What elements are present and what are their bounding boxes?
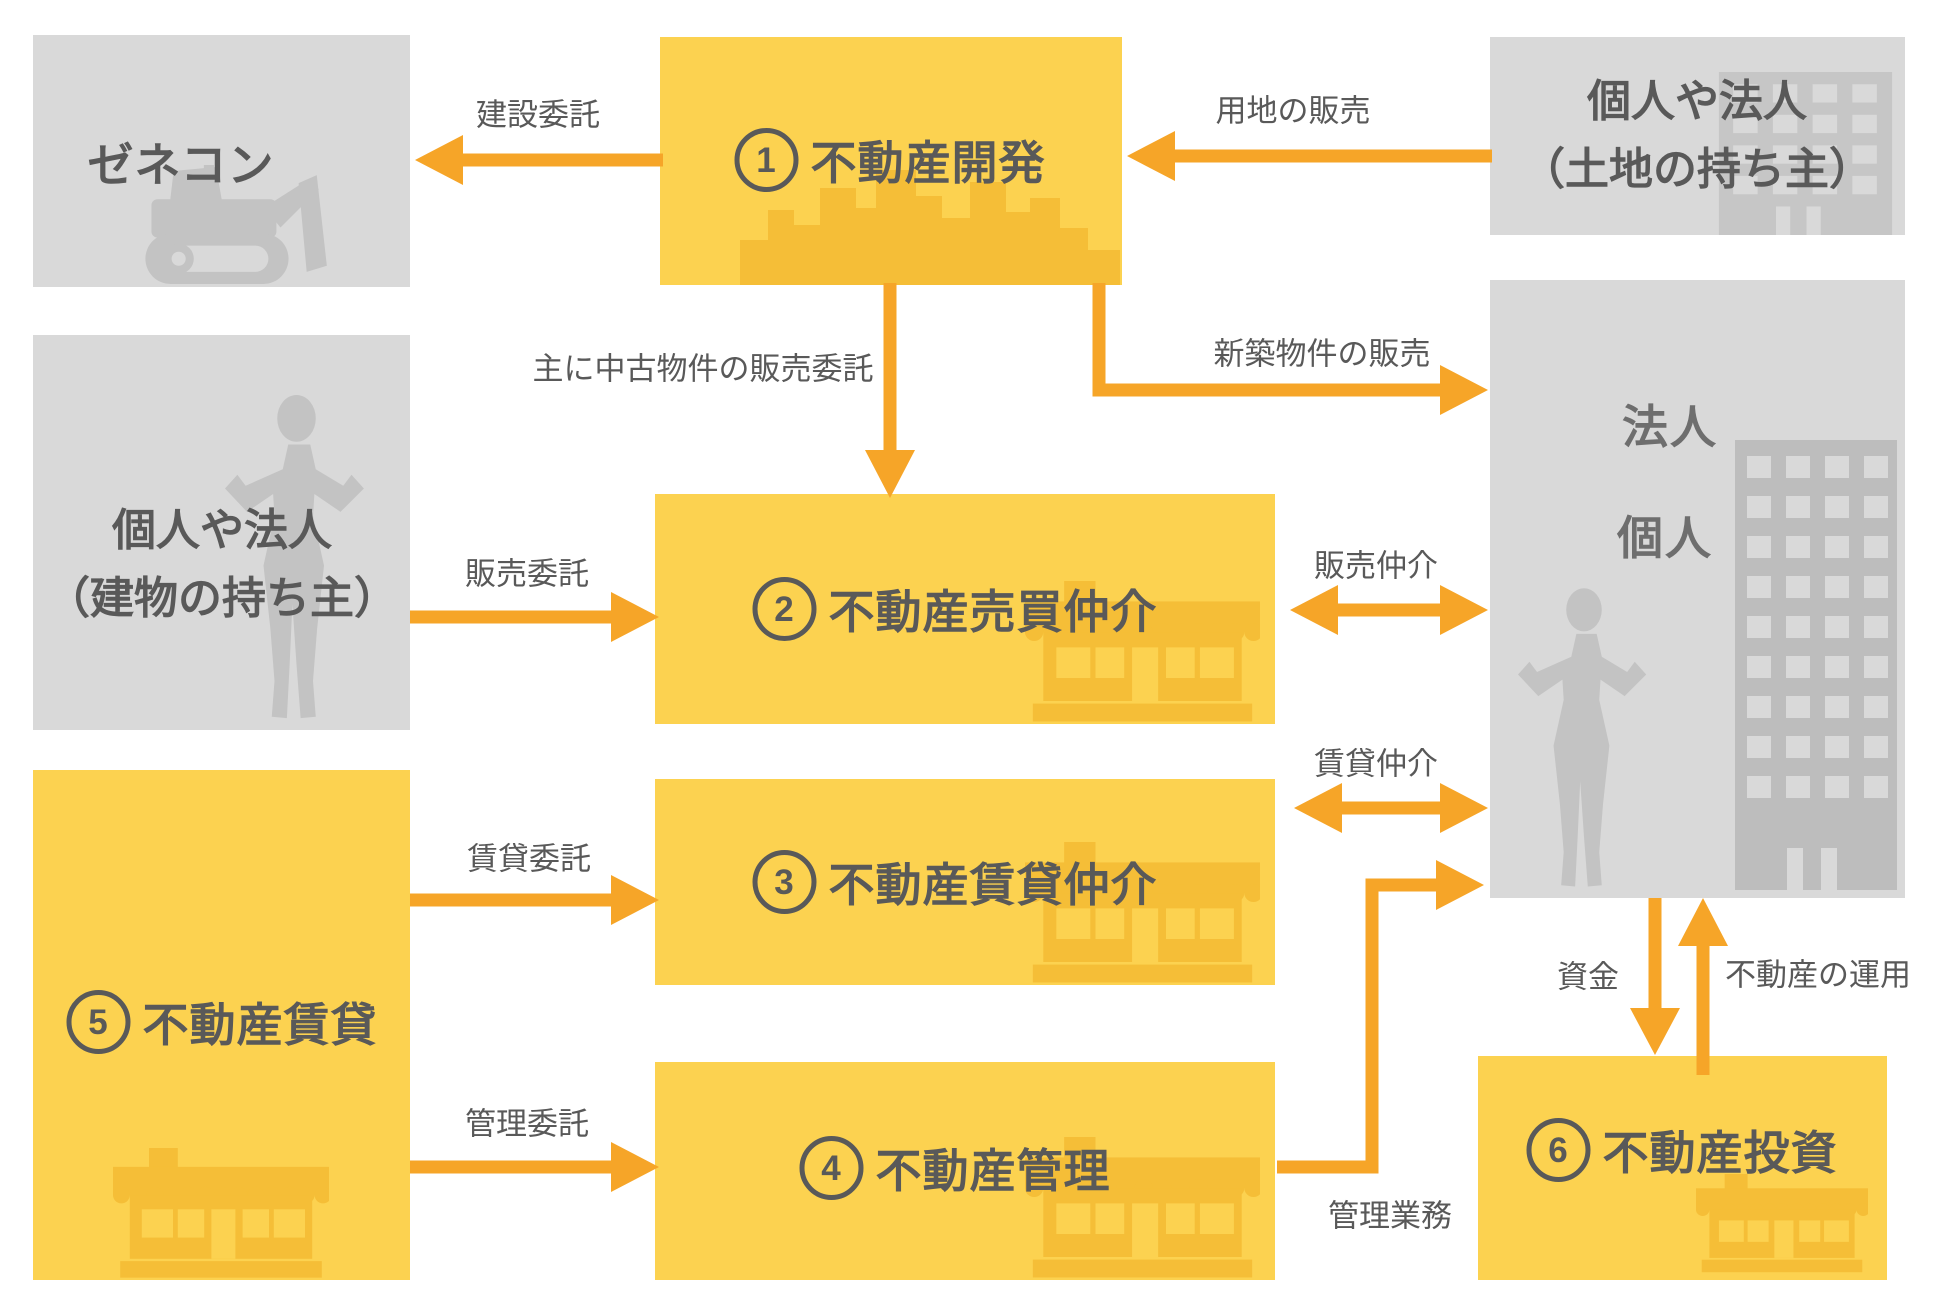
box-label: 不動産賃貸 (142, 999, 378, 1051)
box-label: 不動産開発 (810, 137, 1046, 189)
box-development-label: 1 不動産開発 (734, 127, 1046, 193)
box-management: 4 不動産管理 (655, 1062, 1275, 1280)
arrow-label-funds: 資金 (1557, 959, 1619, 995)
arrow-label-operation: 不動産の運用 (1725, 957, 1911, 993)
customers-corporate-label: 法人 (1622, 401, 1718, 453)
box-building-owner-label: 個人や法人 （建物の持ち主） (46, 497, 398, 633)
arrow-label-construction-consignment: 建設委託 (476, 97, 600, 133)
box-label: 不動産管理 (875, 1145, 1111, 1197)
storefront-icon (1025, 581, 1260, 722)
arrow-management-work (1277, 860, 1484, 1174)
box-leasing: 5 不動産賃貸 (33, 770, 410, 1280)
box-label: ゼネコン (87, 139, 275, 191)
box-building-owner: 個人や法人 （建物の持ち主） (33, 335, 410, 730)
arrow-label-new-property-sale: 新築物件の販売 (1213, 336, 1431, 372)
circled-number: 2 (752, 577, 817, 641)
box-general-contractor-label: ゼネコン (87, 129, 274, 195)
arrow-label-sale-brokerage: 販売仲介 (1314, 548, 1438, 584)
tower-building-icon (1735, 440, 1897, 890)
person-silhouette-icon (225, 395, 364, 719)
arrow-management-consignment (410, 1142, 659, 1192)
box-investment: 6 不動産投資 (1478, 1056, 1887, 1280)
circled-number: 6 (1526, 1118, 1591, 1182)
box-land-owner: 個人や法人 （土地の持ち主） (1490, 37, 1905, 235)
box-customers: 法人 個人 (1490, 280, 1905, 898)
box-leasing-label: 5 不動産賃貸 (66, 989, 378, 1055)
box-label: 不動産賃貸仲介 (828, 859, 1158, 911)
box-label-line2: （土地の持ち主） (1521, 145, 1873, 194)
arrow-sale-consignment (410, 592, 659, 642)
city-skyline-icon (740, 170, 1120, 285)
circled-number: 4 (799, 1136, 864, 1200)
arrow-label-rent-consignment: 賃貸委託 (467, 841, 591, 877)
storefront-icon (1025, 842, 1260, 983)
arrow-used-property-consignment (865, 283, 915, 498)
box-sales-brokerage: 2 不動産売買仲介 (655, 494, 1275, 724)
box-rental-brokerage-label: 3 不動産賃貸仲介 (752, 849, 1158, 915)
customers-individual-label: 個人 (1617, 512, 1713, 564)
box-management-label: 4 不動産管理 (799, 1135, 1111, 1201)
box-label-line2: （建物の持ち主） (46, 574, 398, 623)
bulldozer-icon (145, 165, 327, 284)
arrow-construction-consignment (415, 135, 663, 185)
office-building-icon (1718, 72, 1893, 235)
arrow-rent-brokerage (1294, 783, 1488, 833)
circled-number: 3 (752, 850, 817, 914)
box-rental-brokerage: 3 不動産賃貸仲介 (655, 779, 1275, 985)
box-investment-label: 6 不動産投資 (1526, 1117, 1838, 1183)
storefront-icon (1025, 1137, 1260, 1278)
arrow-rent-consignment (410, 875, 659, 925)
circled-number: 5 (66, 990, 131, 1054)
arrow-funds (1630, 898, 1680, 1055)
box-label-line1: 個人や法人 (112, 505, 332, 555)
arrow-label-management-work: 管理業務 (1328, 1198, 1452, 1234)
arrow-label-management-consignment: 管理委託 (465, 1106, 589, 1142)
box-label: 不動産投資 (1602, 1127, 1838, 1179)
arrow-label-land-sale: 用地の販売 (1215, 93, 1371, 129)
box-label: 不動産売買仲介 (828, 586, 1158, 638)
arrow-label-sale-consignment: 販売委託 (465, 556, 589, 592)
box-sales-brokerage-label: 2 不動産売買仲介 (752, 576, 1158, 642)
arrow-sale-brokerage (1290, 585, 1488, 635)
arrow-label-used-property-consignment: 主に中古物件の販売委託 (532, 351, 874, 387)
circled-number: 1 (734, 128, 799, 192)
storefront-icon (113, 1148, 329, 1278)
box-land-owner-label: 個人や法人 （土地の持ち主） (1521, 68, 1873, 204)
arrow-operation (1678, 898, 1728, 1075)
arrow-land-sale (1127, 131, 1492, 181)
box-general-contractor: ゼネコン (33, 35, 410, 287)
person-silhouette-icon (1518, 588, 1647, 887)
arrow-label-rent-brokerage: 賃貸仲介 (1314, 746, 1438, 782)
box-real-estate-development: 1 不動産開発 (660, 37, 1122, 285)
storefront-icon (1696, 1174, 1868, 1273)
box-label-line1: 個人や法人 (1587, 76, 1807, 126)
